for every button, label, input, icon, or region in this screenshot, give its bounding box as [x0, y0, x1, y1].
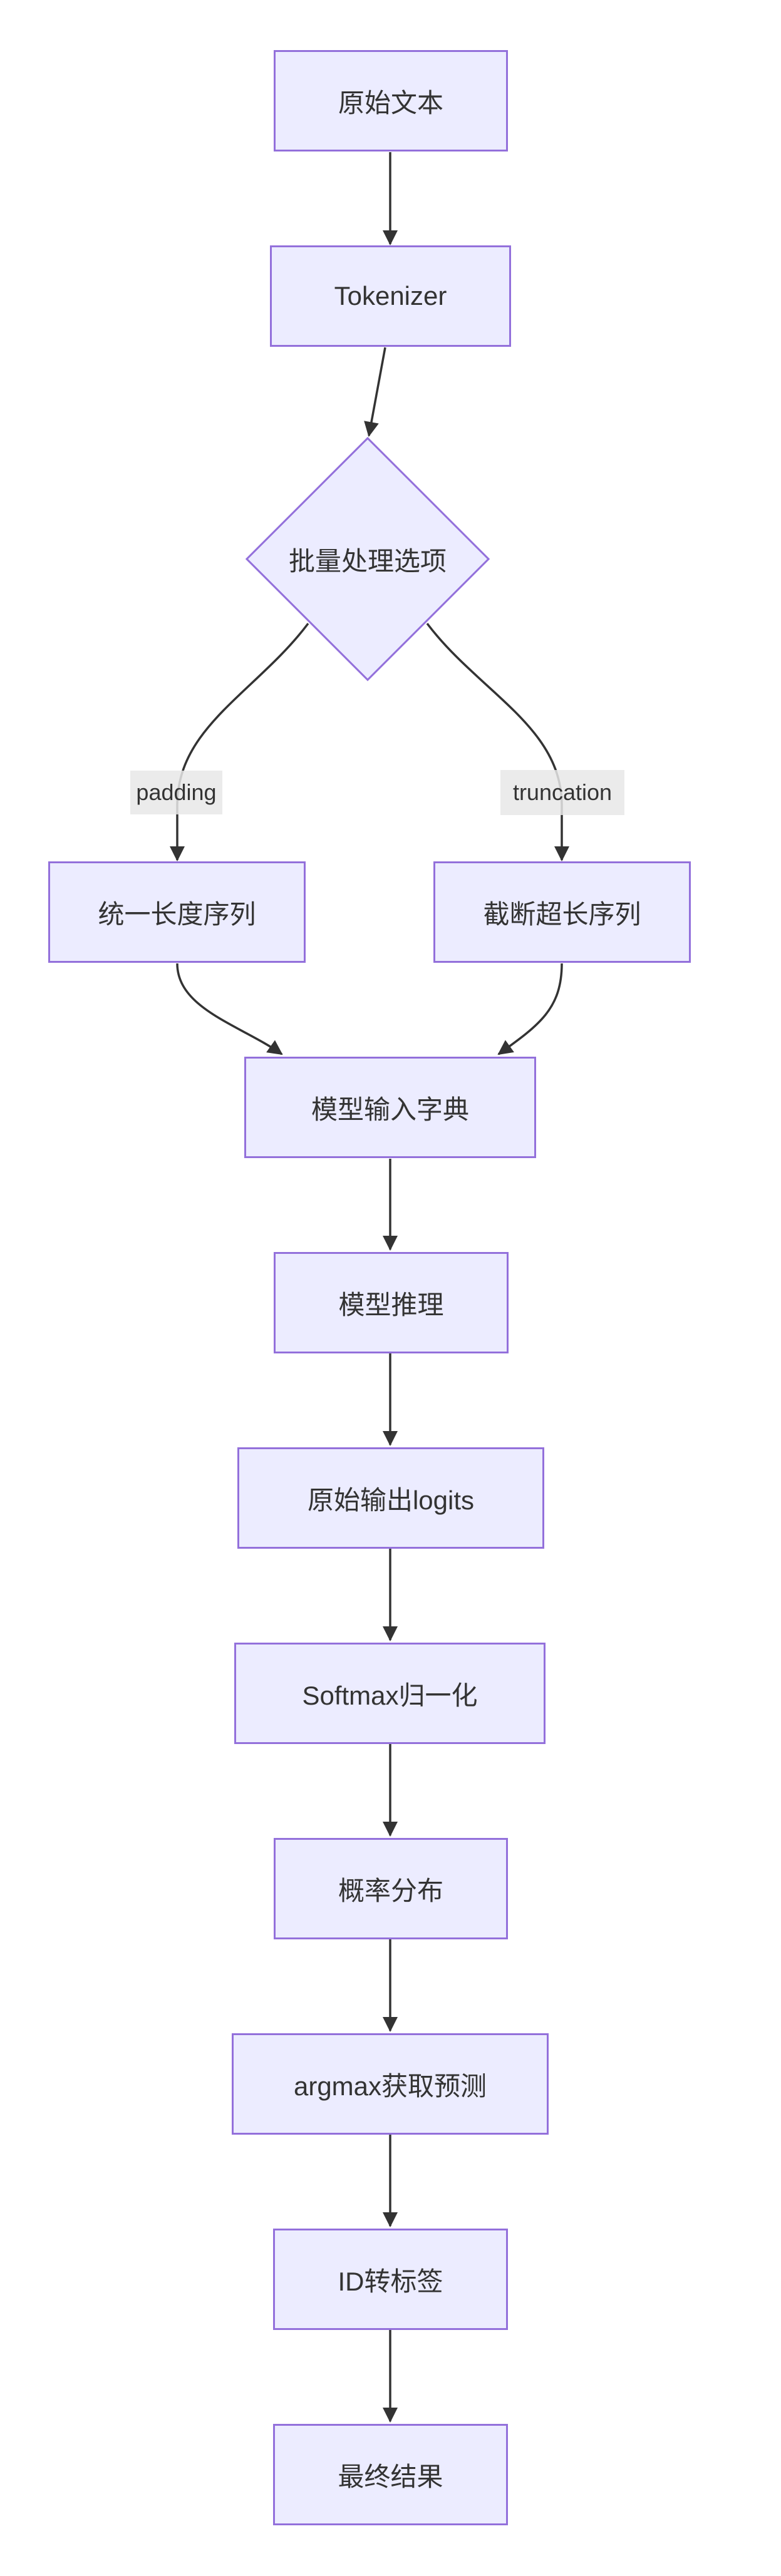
node-model-inference: 模型推理 [274, 1252, 509, 1353]
edge-padded-to-dict [176, 963, 283, 1055]
node-tokenizer: Tokenizer [270, 245, 511, 347]
node-softmax-label: Softmax归一化 [302, 1680, 478, 1710]
node-padded-sequence-label: 统一长度序列 [98, 899, 256, 929]
node-probability-distribution-label: 概率分布 [338, 1876, 443, 1906]
node-padded-sequence: 统一长度序列 [48, 861, 306, 963]
edge-decision-to-truncated [426, 622, 569, 861]
node-softmax: Softmax归一化 [234, 1643, 546, 1744]
edge-tokenizer-to-decision [364, 347, 386, 437]
node-model-input-dict-label: 模型输入字典 [311, 1094, 469, 1124]
edge-label-padding: padding [130, 771, 222, 814]
node-raw-text: 原始文本 [274, 50, 508, 151]
node-raw-logits: 原始输出logits [237, 1447, 544, 1549]
edge-truncated-to-dict [497, 963, 563, 1055]
node-raw-logits-label: 原始输出logits [307, 1485, 475, 1515]
node-id-to-label-label: ID转标签 [338, 2266, 443, 2296]
node-tokenizer-label: Tokenizer [334, 281, 447, 310]
node-truncated-sequence-label: 截断超长序列 [483, 899, 641, 929]
node-truncated-sequence: 截断超长序列 [433, 861, 691, 963]
node-argmax-prediction-label: argmax获取预测 [293, 2071, 487, 2101]
node-final-result-label: 最终结果 [338, 2461, 443, 2491]
node-argmax-prediction: argmax获取预测 [232, 2033, 549, 2135]
node-model-input-dict: 模型输入字典 [244, 1057, 536, 1158]
edge-decision-to-padded [170, 622, 309, 861]
node-model-inference-label: 模型推理 [338, 1290, 444, 1320]
node-id-to-label: ID转标签 [273, 2229, 508, 2330]
node-probability-distribution: 概率分布 [274, 1838, 508, 1939]
node-raw-text-label: 原始文本 [338, 88, 443, 118]
edge-label-truncation: truncation [500, 770, 624, 815]
node-final-result: 最终结果 [273, 2424, 508, 2525]
node-batch-options-label: 批量处理选项 [288, 546, 447, 576]
